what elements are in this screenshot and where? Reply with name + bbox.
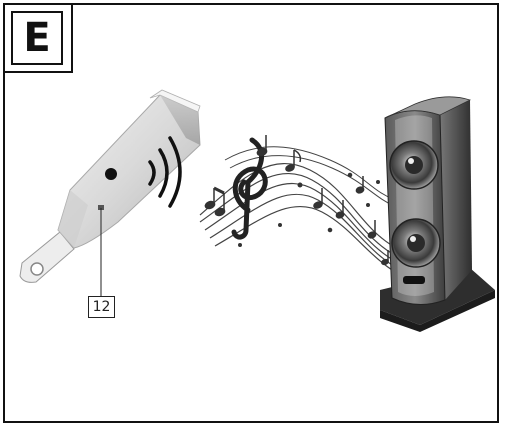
music-notes-icon	[200, 135, 405, 278]
usb-transmitter-icon	[20, 90, 200, 282]
callout-number: 12	[93, 299, 111, 315]
callout-box-12: 12	[88, 296, 115, 318]
loudspeaker-icon	[380, 97, 495, 332]
